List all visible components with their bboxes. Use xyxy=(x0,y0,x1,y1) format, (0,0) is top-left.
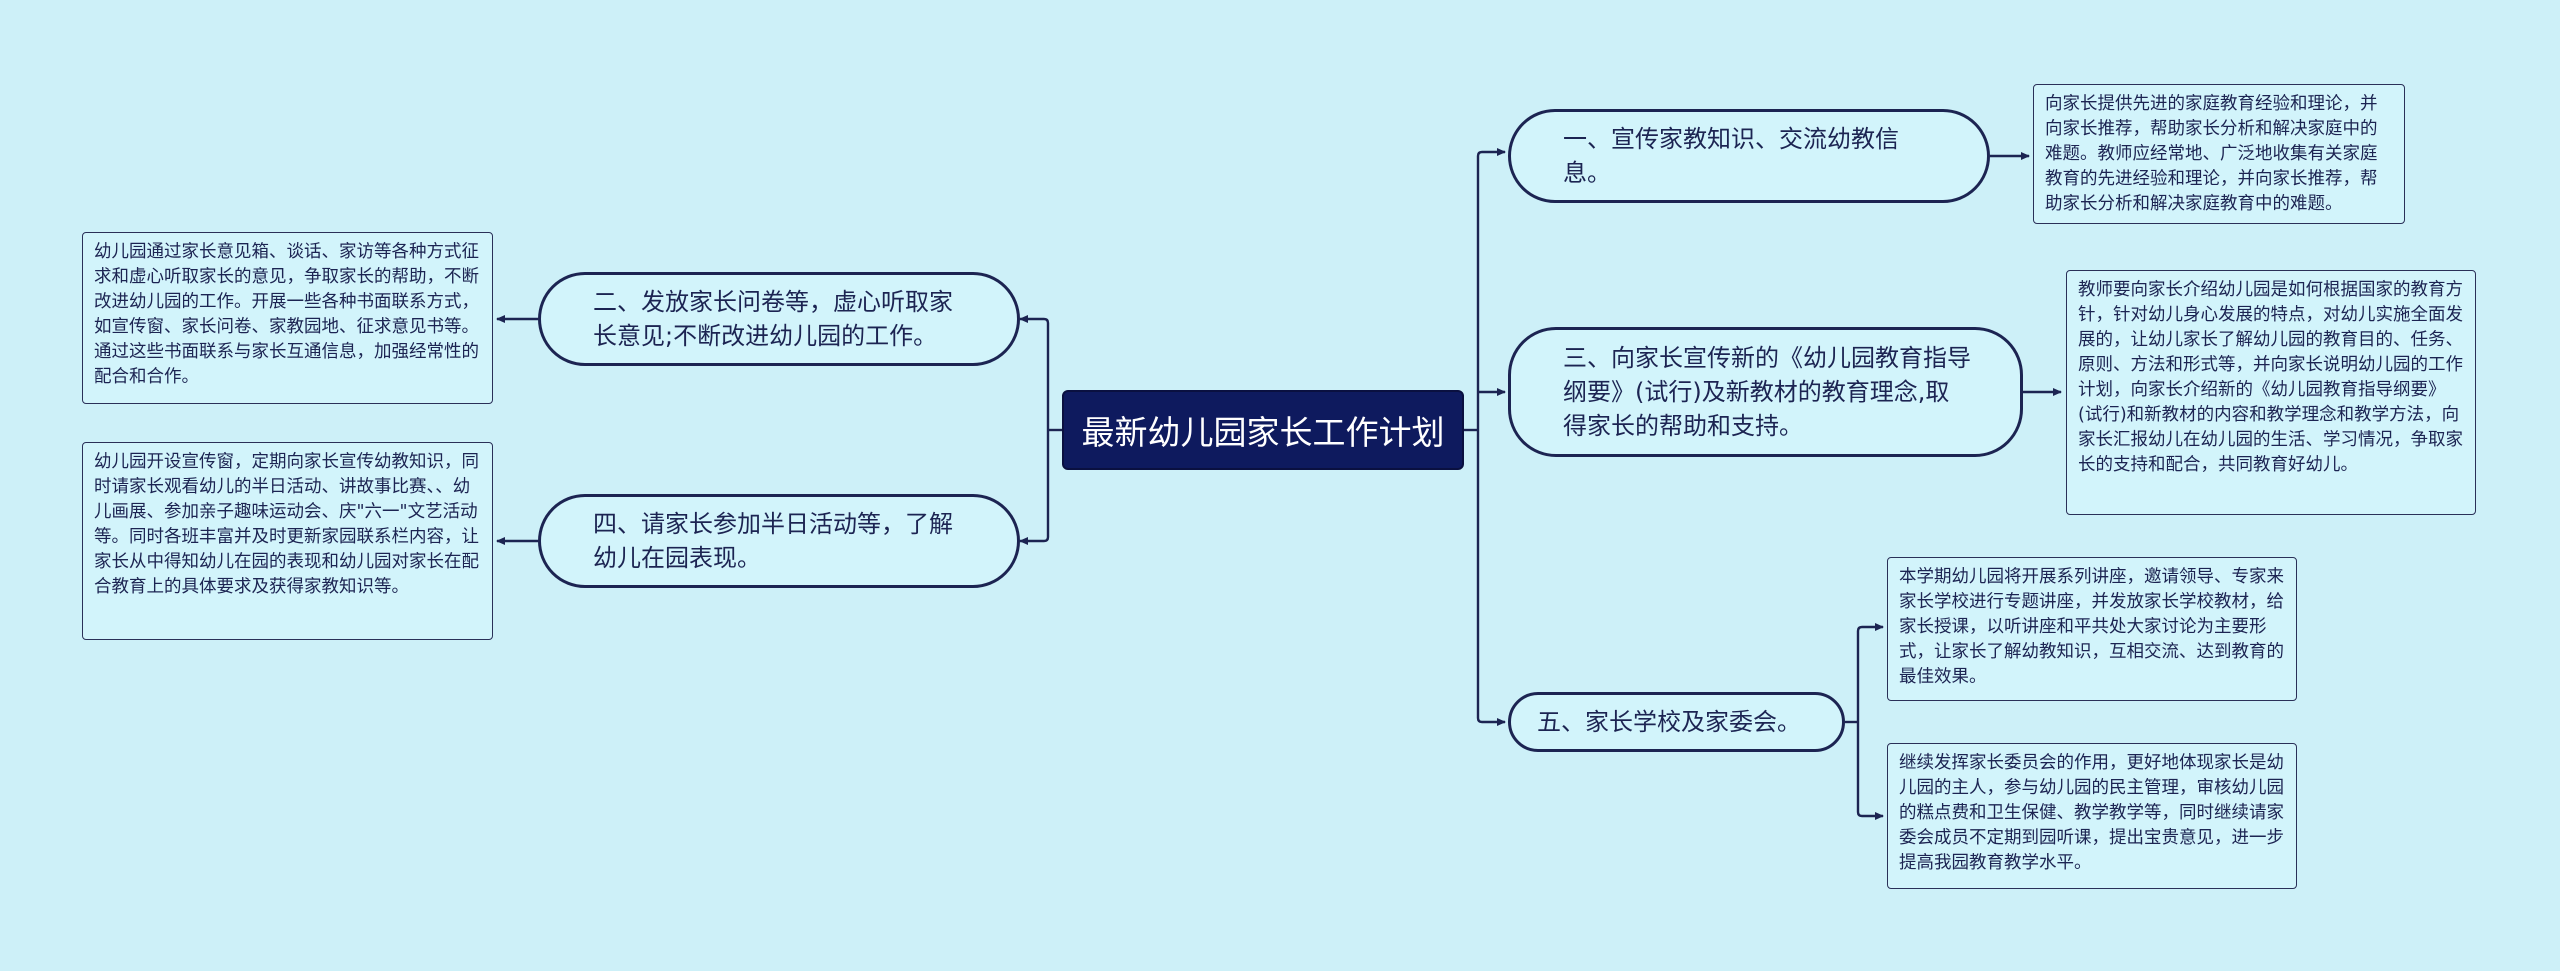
leaf-5b[interactable]: 继续发挥家长委员会的作用，更好地体现家长是幼儿园的主人，参与幼儿园的民主管理，审… xyxy=(1887,743,2297,889)
leaf-3-text: 教师要向家长介绍幼儿园是如何根据国家的教育方针，针对幼儿身心发展的特点，对幼儿实… xyxy=(2078,280,2463,475)
branch-1[interactable]: 一、宣传家教知识、交流幼教信息。 xyxy=(1508,109,1990,203)
connector-to-branch-4 xyxy=(1019,430,1050,545)
leaf-1[interactable]: 向家长提供先进的家庭教育经验和理论，并向家长推荐，帮助家长分析和解决家庭中的难题… xyxy=(2033,84,2405,224)
leaf-4-text: 幼儿园开设宣传窗，定期向家长宣传幼教知识，同时请家长观看幼儿的半日活动、讲故事比… xyxy=(94,452,479,597)
leaf-2-text: 幼儿园通过家长意见箱、谈话、家访等各种方式征求和虚心听取家长的意见，争取家长的帮… xyxy=(94,242,479,387)
branch-2-label: 二、发放家长问卷等，虚心听取家长意见;不断改进幼儿园的工作。 xyxy=(593,288,953,350)
connector-right-spine xyxy=(1476,148,1506,430)
leaf-5a-text: 本学期幼儿园将开展系列讲座，邀请领导、专家来家长学校进行专题讲座，并发放家长学校… xyxy=(1899,567,2284,687)
leaf-2[interactable]: 幼儿园通过家长意见箱、谈话、家访等各种方式征求和虚心听取家长的意见，争取家长的帮… xyxy=(82,232,493,404)
root-topic-label: 最新幼儿园家长工作计划 xyxy=(1081,413,1445,452)
branch-3-label: 三、向家长宣传新的《幼儿园教育指导纲要》(试行)及新教材的教育理念,取得家长的帮… xyxy=(1563,344,1971,440)
connector-to-branch-5 xyxy=(1476,430,1506,726)
branch-1-label: 一、宣传家教知识、交流幼教信息。 xyxy=(1563,125,1899,187)
branch-4-label: 四、请家长参加半日活动等，了解幼儿在园表现。 xyxy=(593,510,953,572)
leaf-3[interactable]: 教师要向家长介绍幼儿园是如何根据国家的教育方针，针对幼儿身心发展的特点，对幼儿实… xyxy=(2066,270,2476,515)
branch-4[interactable]: 四、请家长参加半日活动等，了解幼儿在园表现。 xyxy=(538,494,1020,588)
connector-to-branch-2 xyxy=(1019,315,1050,430)
leaf-1-text: 向家长提供先进的家庭教育经验和理论，并向家长推荐，帮助家长分析和解决家庭中的难题… xyxy=(2045,94,2378,214)
branch-2[interactable]: 二、发放家长问卷等，虚心听取家长意见;不断改进幼儿园的工作。 xyxy=(538,272,1020,366)
branch-5[interactable]: 五、家长学校及家委会。 xyxy=(1508,692,1845,752)
root-topic[interactable]: 最新幼儿园家长工作计划 xyxy=(1062,390,1464,470)
branch-5-label: 五、家长学校及家委会。 xyxy=(1537,708,1801,736)
leaf-4[interactable]: 幼儿园开设宣传窗，定期向家长宣传幼教知识，同时请家长观看幼儿的半日活动、讲故事比… xyxy=(82,442,493,640)
connector-branch-5-leaf-b xyxy=(1856,722,1884,820)
leaf-5b-text: 继续发挥家长委员会的作用，更好地体现家长是幼儿园的主人，参与幼儿园的民主管理，审… xyxy=(1899,753,2284,873)
connector-branch-5-leaf-a xyxy=(1856,623,1884,722)
branch-3[interactable]: 三、向家长宣传新的《幼儿园教育指导纲要》(试行)及新教材的教育理念,取得家长的帮… xyxy=(1508,327,2023,457)
leaf-5a[interactable]: 本学期幼儿园将开展系列讲座，邀请领导、专家来家长学校进行专题讲座，并发放家长学校… xyxy=(1887,557,2297,701)
